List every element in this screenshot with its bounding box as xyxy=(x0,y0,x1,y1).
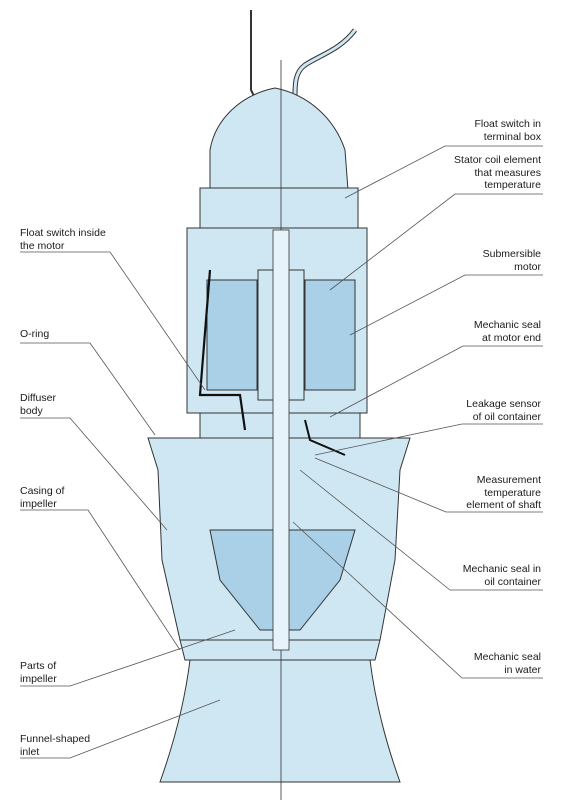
label-mechanic-seal-oil: Mechanic seal in oil container xyxy=(462,563,541,588)
leader-measurement-temp xyxy=(314,457,543,513)
label-leakage-sensor: Leakage sensor of oil container xyxy=(466,398,541,423)
label-diffuser-body: Diffuser body xyxy=(20,392,56,417)
label-o-ring: O-ring xyxy=(20,328,50,340)
leader-mechanic-seal-water xyxy=(292,521,543,679)
leader-diffuser-body xyxy=(20,417,168,531)
label-mechanic-seal-motor-end: Mechanic seal at motor end xyxy=(473,319,541,344)
leader-casing-impeller xyxy=(20,509,181,651)
leader-float-switch-motor xyxy=(20,251,206,391)
terminal-box-flange xyxy=(199,187,359,229)
shaft xyxy=(272,229,290,651)
leader-stator-coil xyxy=(329,193,543,291)
leader-leakage-sensor xyxy=(314,423,543,456)
leader-mechanic-seal-motor xyxy=(329,345,543,418)
leader-parts-impeller xyxy=(20,629,236,687)
leader-float-switch-terminal xyxy=(344,145,543,199)
label-casing-of-impeller: Casing of impeller xyxy=(20,485,65,510)
label-measurement-temperature: Measurement temperature element of shaft xyxy=(466,474,541,511)
label-submersible-motor: Submersible motor xyxy=(482,248,541,273)
label-parts-of-impeller: Parts of impeller xyxy=(20,660,57,685)
motor-stator-left xyxy=(206,279,258,391)
label-funnel-shaped-inlet: Funnel-shaped inlet xyxy=(20,733,91,758)
leakage-wire xyxy=(304,419,346,456)
label-float-switch-terminal-box: Float switch in terminal box xyxy=(474,118,541,143)
leader-mechanic-seal-oil xyxy=(299,469,543,591)
funnel-inlet xyxy=(159,659,401,783)
motor-stator-right xyxy=(304,279,356,391)
leader-submersible-motor xyxy=(349,274,543,336)
label-float-switch-motor: Float switch inside the motor xyxy=(20,227,106,252)
leader-funnel-inlet xyxy=(20,699,221,759)
float-switch-wire xyxy=(198,269,247,431)
terminal-box xyxy=(209,87,349,191)
label-mechanic-seal-water: Mechanic seal in water xyxy=(473,651,541,676)
label-stator-coil-element: Stator coil element that measures temper… xyxy=(454,154,541,191)
leader-o-ring xyxy=(20,342,156,436)
